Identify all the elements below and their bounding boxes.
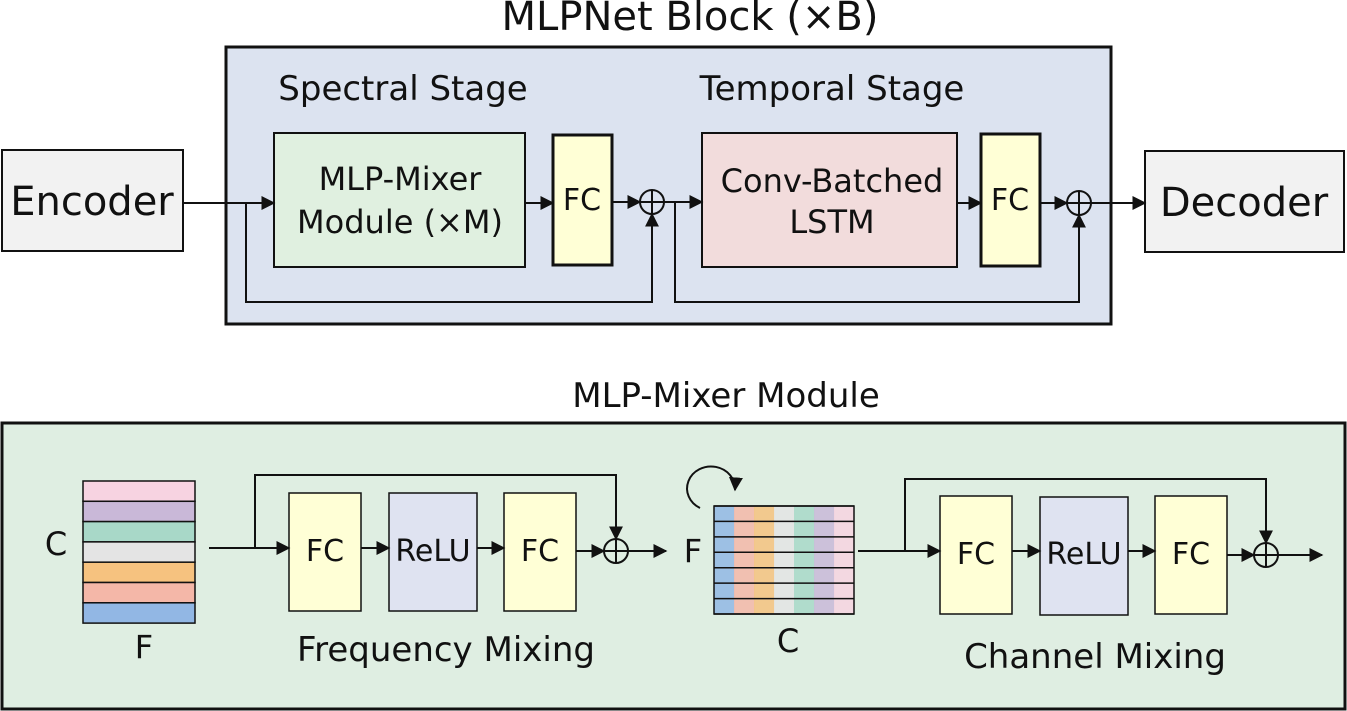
channel-column <box>774 506 795 614</box>
decoder-label: Decoder <box>1160 180 1329 226</box>
freq-relu-box <box>388 492 478 612</box>
tensor-c-label: C <box>45 525 67 563</box>
chan-fc1-box <box>939 495 1013 615</box>
channel-stripe <box>82 520 196 543</box>
lstm-label-line1: Conv-Batched <box>721 162 944 200</box>
freq-fc2-label: FC <box>521 534 559 569</box>
channel-column <box>734 506 755 614</box>
channel-stack-tensor <box>82 480 196 624</box>
temporal-fc-label: FC <box>991 183 1029 218</box>
mlpnet-block-title: MLPNet Block (×B) <box>502 0 879 40</box>
chan-fc1-label: FC <box>957 537 995 572</box>
chan-sum-node <box>1253 542 1279 568</box>
decoder-box <box>1144 150 1345 253</box>
spectral-stage-label: Spectral Stage <box>278 69 527 109</box>
freq-relu-label: ReLU <box>395 534 470 569</box>
channel-column <box>794 506 815 614</box>
freq-sum-node <box>603 538 629 564</box>
channel-stripe <box>82 581 196 604</box>
freq-fc1-label: FC <box>306 534 344 569</box>
channel-column <box>814 506 835 614</box>
channel-mixing-label: Channel Mixing <box>964 637 1226 677</box>
channel-column <box>754 506 775 614</box>
channel-stripe <box>82 561 196 584</box>
transposed-c-label: C <box>777 622 799 660</box>
frequency-mixing-label: Frequency Mixing <box>297 630 595 670</box>
channel-stripe <box>82 541 196 563</box>
channel-stripe <box>82 602 196 624</box>
top-arrows <box>183 195 1147 303</box>
transposed-tensor <box>713 505 855 615</box>
mlp-mixer-label-line1: MLP-Mixer <box>319 160 483 198</box>
temporal-stage-label: Temporal Stage <box>699 69 965 109</box>
chan-relu-box <box>1039 496 1129 616</box>
channel-stripe <box>82 480 196 503</box>
conv-batched-lstm-box <box>701 132 958 268</box>
spectral-sum-node <box>639 189 665 215</box>
spectral-fc-label: FC <box>563 183 601 218</box>
freq-fc2-box <box>503 492 577 612</box>
temporal-fc-box <box>979 132 1042 268</box>
channel-stripe <box>82 500 196 523</box>
temporal-sum-node <box>1066 190 1092 216</box>
channel-column <box>714 506 735 614</box>
mlp-mixer-module-title: MLP-Mixer Module <box>572 376 880 416</box>
chan-fc2-box <box>1154 495 1228 615</box>
channel-column <box>834 506 855 614</box>
mlp-mixer-label-line2: Module (×M) <box>297 203 503 241</box>
transpose-rotate-icon <box>686 465 743 509</box>
transposed-f-label: F <box>684 532 702 570</box>
tensor-f-label: F <box>135 628 153 666</box>
encoder-box <box>1 149 184 252</box>
chan-relu-label: ReLU <box>1046 537 1121 572</box>
lstm-label-line2: LSTM <box>789 203 874 241</box>
encoder-label: Encoder <box>10 179 174 225</box>
spectral-fc-box <box>551 133 614 267</box>
mlp-mixer-module-box <box>273 132 526 268</box>
transposed-tensor-border <box>713 505 855 615</box>
bottom-arrows <box>209 474 1324 562</box>
chan-fc2-label: FC <box>1172 537 1210 572</box>
